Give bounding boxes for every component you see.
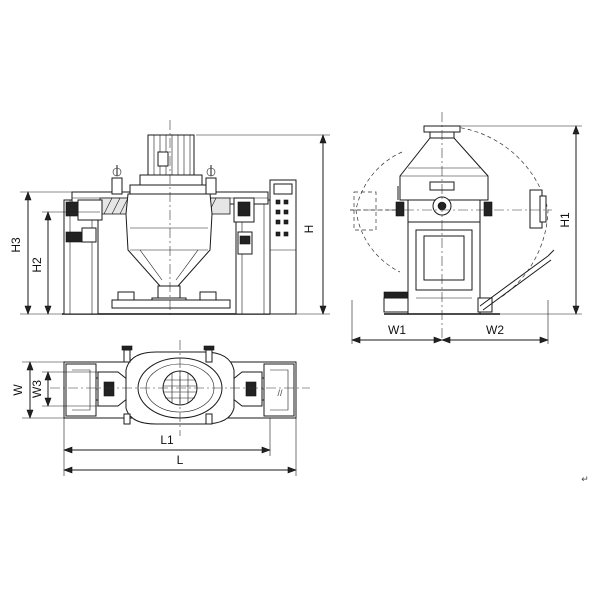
dim-H: H: [302, 225, 316, 234]
front-view: H H3 H2: [9, 120, 330, 318]
dim-W: W: [11, 384, 25, 396]
side-view: H1 W1 W2: [350, 112, 582, 344]
dim-W3: W3: [30, 380, 44, 398]
dim-L: L: [177, 453, 184, 467]
dim-H3: H3: [9, 237, 23, 253]
return-mark: ↵: [581, 474, 589, 484]
dim-L1: L1: [160, 433, 174, 447]
dim-H1: H1: [558, 212, 572, 228]
hatch-symbol: //: [277, 388, 283, 398]
dim-W1: W1: [388, 323, 406, 337]
dim-H2: H2: [30, 257, 44, 273]
top-view: // W W3 L1 L: [11, 340, 310, 476]
dim-W2: W2: [486, 323, 504, 337]
